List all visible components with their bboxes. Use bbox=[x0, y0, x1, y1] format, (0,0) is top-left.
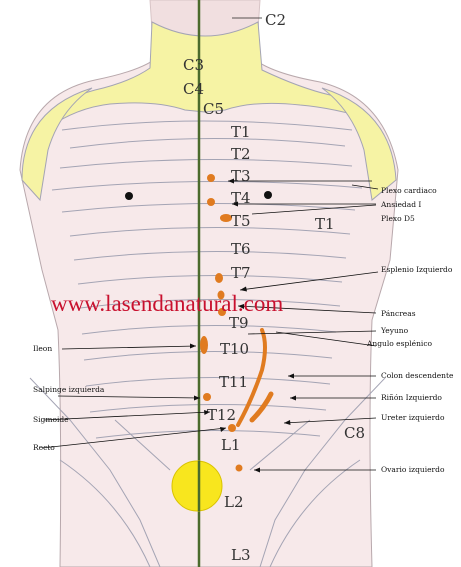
label-recto: Recto bbox=[33, 443, 55, 452]
seg-t6: T6 bbox=[231, 240, 251, 258]
seg-c5: C5 bbox=[203, 100, 224, 118]
leader-lines-left bbox=[41, 345, 227, 449]
segment-labels: C2 C3 C4 C5 T1 T2 T3 T4 T5 T1 T6 T7 T9 T… bbox=[183, 11, 365, 564]
label-pancreas: Páncreas bbox=[381, 309, 416, 318]
watermark: www.lasendanatural.com bbox=[51, 291, 283, 316]
organ-labels-right: Plexo cardiaco Ansiedad I Plexo D5 Esple… bbox=[366, 186, 454, 474]
seg-t1-side: T1 bbox=[315, 215, 335, 233]
colon-descendente-shape bbox=[236, 328, 267, 427]
seg-c3: C3 bbox=[183, 56, 204, 74]
label-esplenio-izquierdo: Esplenio Izquierdo bbox=[381, 265, 453, 274]
label-ansiedad: Ansiedad I bbox=[380, 200, 421, 209]
leader-lines-right bbox=[228, 180, 379, 471]
seg-c4: C4 bbox=[183, 80, 204, 98]
label-colon-descendente: Colon descendente bbox=[381, 371, 454, 380]
seg-t9: T9 bbox=[229, 314, 249, 332]
label-angulo-esplenico: Angulo esplénico bbox=[366, 339, 433, 348]
seg-t1: T1 bbox=[231, 123, 251, 141]
leader-arrowheads-left bbox=[190, 343, 226, 432]
seg-l2: L2 bbox=[224, 493, 244, 511]
organ-markers bbox=[200, 174, 243, 472]
left-shoulder-band bbox=[21, 87, 93, 202]
seg-t5: T5 bbox=[231, 212, 251, 230]
label-rinon-izquierdo: Riñón Izquierdo bbox=[381, 393, 442, 402]
torso bbox=[19, 54, 399, 567]
sacral-circle bbox=[171, 460, 223, 512]
seg-t7: T7 bbox=[231, 264, 251, 282]
label-plexo-cardiaco: Plexo cardiaco bbox=[381, 186, 437, 195]
leader-arrowheads bbox=[228, 178, 296, 473]
seg-l3: L3 bbox=[231, 546, 251, 564]
dermatome-bands bbox=[29, 120, 386, 567]
seg-t12: T12 bbox=[207, 406, 236, 424]
seg-t10: T10 bbox=[220, 340, 249, 358]
right-shoulder-band bbox=[321, 87, 397, 201]
seg-t2: T2 bbox=[231, 145, 251, 163]
seg-t11: T11 bbox=[219, 373, 248, 391]
label-ileon: Ileon bbox=[33, 344, 52, 353]
seg-c2: C2 bbox=[265, 11, 286, 29]
label-ureter-izquierdo: Ureter izquierdo bbox=[381, 413, 445, 422]
label-sigmoide: Sigmoide bbox=[33, 415, 69, 424]
label-ovario-izquierdo: Ovario izquierdo bbox=[381, 465, 445, 474]
seg-l1: L1 bbox=[221, 436, 241, 454]
label-plexo-d5: Plexo D5 bbox=[381, 214, 415, 223]
left-nipple bbox=[125, 192, 133, 200]
organ-labels-left: Ileon Salpinge izquierda Sigmoide Recto bbox=[33, 344, 105, 452]
right-nipple bbox=[264, 191, 272, 199]
label-salpinge-izquierda: Salpinge izquierda bbox=[33, 385, 105, 394]
seg-c8: C8 bbox=[344, 424, 365, 442]
label-yeyuno: Yeyuno bbox=[380, 326, 409, 335]
kidney-shape bbox=[249, 391, 274, 423]
seg-t3: T3 bbox=[231, 167, 251, 185]
